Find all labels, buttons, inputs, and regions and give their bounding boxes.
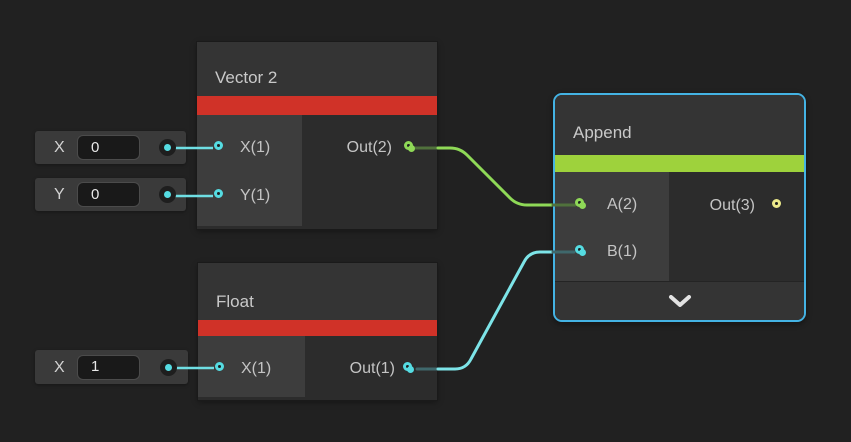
widget-label: Y xyxy=(54,186,65,203)
port-connected-dot xyxy=(407,144,415,152)
widget-field xyxy=(77,135,140,160)
widget-port-float-x[interactable] xyxy=(160,359,177,376)
widget-port-dot xyxy=(164,144,171,151)
node-title-text: Append xyxy=(573,123,632,142)
node-float-title: Float xyxy=(198,263,437,320)
port-append-a[interactable] xyxy=(574,197,586,209)
float-x-input[interactable] xyxy=(78,355,139,379)
port-label: Y(1) xyxy=(240,187,271,204)
chevron-down-icon xyxy=(668,295,691,307)
widget-port-dot xyxy=(164,191,171,198)
widget-field xyxy=(77,182,140,207)
port-label: Out(1) xyxy=(349,360,395,377)
node-append-category-bar xyxy=(555,155,804,172)
port-connected-dot xyxy=(406,365,414,373)
node-title-text: Vector 2 xyxy=(215,68,278,87)
port-append-out[interactable] xyxy=(771,198,781,208)
port-vector2-x[interactable] xyxy=(213,140,223,150)
edge-vector2-out-to-append-a[interactable] xyxy=(436,146,555,207)
node-vector2[interactable]: Vector 2 X(1) Y(1) Out(2) xyxy=(197,42,437,229)
widget-field xyxy=(77,354,140,380)
node-float[interactable]: Float X(1) Out(1) xyxy=(198,263,437,400)
port-vector2-out[interactable] xyxy=(403,140,415,152)
port-label: B(1) xyxy=(607,243,638,260)
port-connected-dot xyxy=(578,201,586,209)
node-vector2-input-panel xyxy=(197,115,302,226)
vector2-x-input[interactable] xyxy=(78,136,139,159)
node-append-title: Append xyxy=(555,95,804,155)
node-append-input-panel xyxy=(555,172,669,281)
port-float-x[interactable] xyxy=(214,361,224,371)
node-vector2-title: Vector 2 xyxy=(197,42,437,96)
port-label: X(1) xyxy=(240,139,271,156)
widget-port-vector2-y[interactable] xyxy=(159,186,176,203)
vector2-y-input[interactable] xyxy=(78,183,139,206)
port-float-out[interactable] xyxy=(402,361,414,373)
node-append-collapse-button[interactable] xyxy=(555,281,804,320)
edge-float-out-to-append-b[interactable] xyxy=(436,250,555,371)
port-connected-dot xyxy=(578,248,586,256)
widget-label: X xyxy=(54,359,65,376)
widget-port-vector2-x[interactable] xyxy=(159,139,176,156)
port-append-b[interactable] xyxy=(574,244,586,256)
widget-label: X xyxy=(54,139,65,156)
port-label: X(1) xyxy=(241,360,272,377)
port-vector2-y[interactable] xyxy=(213,188,223,198)
widget-port-dot xyxy=(165,364,172,371)
node-append[interactable]: Append A(2) B(1) Out(3) xyxy=(553,93,806,322)
port-label: A(2) xyxy=(607,196,638,213)
node-title-text: Float xyxy=(216,292,254,311)
port-label: Out(3) xyxy=(709,197,755,214)
node-vector2-category-bar xyxy=(197,96,437,115)
widget-vector2-x: X xyxy=(35,131,186,164)
node-float-category-bar xyxy=(198,320,437,336)
widget-vector2-y: Y xyxy=(35,178,186,211)
widget-float-x: X xyxy=(35,350,188,384)
port-label: Out(2) xyxy=(346,139,392,156)
